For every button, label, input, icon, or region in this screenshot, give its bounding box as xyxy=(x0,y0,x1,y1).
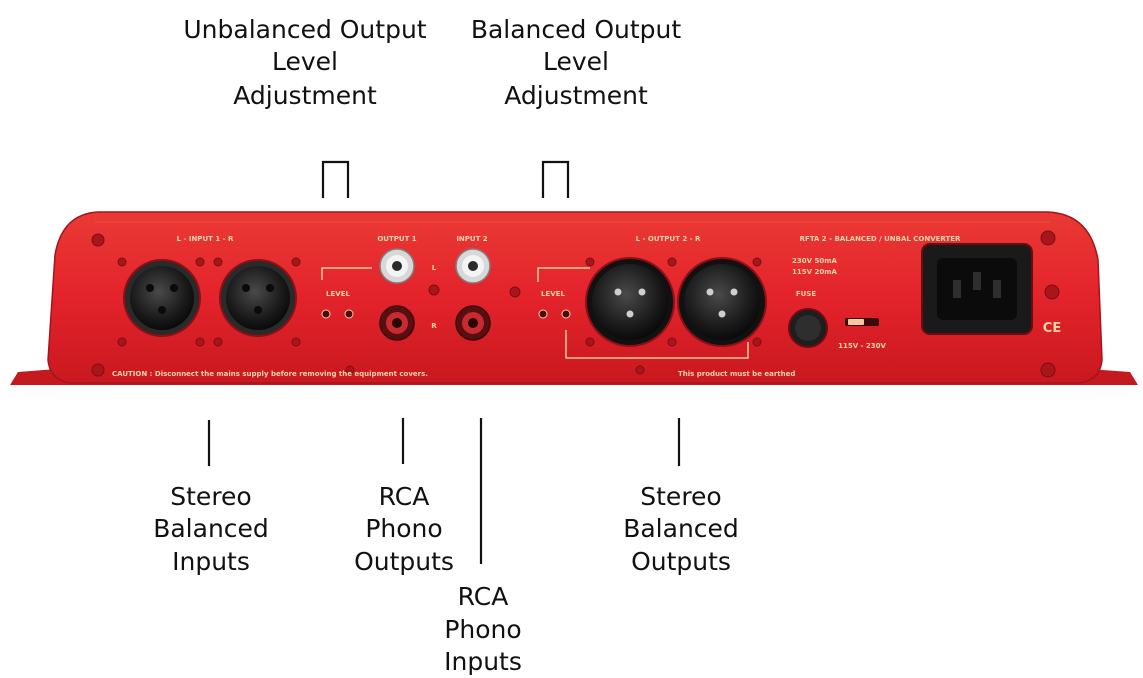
input1-header: L - INPUT 1 - R xyxy=(177,235,234,243)
output1-header: OUTPUT 1 xyxy=(377,235,416,243)
stereo-balanced-outputs-label: Stereo Balanced Outputs xyxy=(623,482,739,576)
label-line: Stereo xyxy=(170,482,251,511)
level-right-label: LEVEL xyxy=(541,290,565,298)
label-line: Inputs xyxy=(444,647,522,676)
voltage-line-1: 230V 50mA xyxy=(792,257,838,265)
balanced-level-pointer xyxy=(541,160,570,198)
xlr-input-left xyxy=(123,259,201,337)
balanced-output-level-label: Balanced Output Level Adjustment xyxy=(471,15,682,110)
label-line: RCA xyxy=(379,482,430,511)
rca-output-r xyxy=(379,305,415,341)
stereo-balanced-inputs-label: Stereo Balanced Inputs xyxy=(153,482,269,576)
level-trim-right-2 xyxy=(561,309,571,319)
mains-power-socket xyxy=(921,243,1033,335)
panel-screws xyxy=(91,230,1060,378)
label-line: Balanced xyxy=(623,514,739,543)
label-line: Phono xyxy=(444,615,521,644)
xlr-output-left xyxy=(585,257,675,347)
rca-input-r xyxy=(455,305,491,341)
voltage-line-2: 115V 20mA xyxy=(792,268,838,276)
unbalanced-output-level-label: Unbalanced Output Level Adjustment xyxy=(183,15,426,110)
label-line: Outputs xyxy=(631,547,731,576)
label-line: Stereo xyxy=(640,482,721,511)
level-trim-right-1 xyxy=(538,309,548,319)
level-bracket-left xyxy=(321,267,372,280)
fuse-label: FUSE xyxy=(796,290,817,298)
chassis-body xyxy=(47,211,1103,384)
xlr-output-right xyxy=(677,257,767,347)
rca-phono-inputs-label: RCA Phono Inputs xyxy=(444,582,522,676)
unbalanced-level-pointer xyxy=(321,160,350,198)
level-left-label: LEVEL xyxy=(326,290,350,298)
fuse-holder xyxy=(788,308,828,348)
label-line: Unbalanced Output xyxy=(183,15,426,44)
rca-output-l xyxy=(379,248,415,284)
label-line: Balanced Output xyxy=(471,15,682,44)
model-header: RFTA 2 - BALANCED / UNBAL CONVERTER xyxy=(800,235,962,243)
device-rear-panel: L - INPUT 1 - R OUTPUT 1 INPUT 2 L - OUT… xyxy=(10,211,1138,385)
input2-header: INPUT 2 xyxy=(456,235,487,243)
output-bracket xyxy=(565,330,749,359)
label-line: Phono xyxy=(365,514,442,543)
label-line: Adjustment xyxy=(504,81,648,110)
label-line: Level xyxy=(272,47,338,76)
caution-text: CAUTION : Disconnect the mains supply be… xyxy=(112,370,428,378)
label-line: Adjustment xyxy=(233,81,377,110)
label-line: Inputs xyxy=(172,547,250,576)
rca-input-l xyxy=(455,248,491,284)
earth-note: This product must be earthed xyxy=(678,370,795,378)
label-line: RCA xyxy=(458,582,509,611)
label-line: Level xyxy=(543,47,609,76)
level-trim-left-2 xyxy=(344,309,354,319)
voltage-switch-label: 115V - 230V xyxy=(838,342,886,350)
xlr-input-right xyxy=(219,259,297,337)
output2-header: L - OUTPUT 2 - R xyxy=(636,235,701,243)
ce-mark: CE xyxy=(1043,321,1061,336)
level-trim-left-1 xyxy=(321,309,331,319)
label-line: Outputs xyxy=(354,547,454,576)
rca-l-label: L xyxy=(432,264,437,272)
label-line: Balanced xyxy=(153,514,269,543)
voltage-selector-switch xyxy=(845,318,879,326)
rca-phono-outputs-label: RCA Phono Outputs xyxy=(354,482,454,576)
rca-r-label: R xyxy=(431,322,437,330)
level-bracket-right xyxy=(537,267,590,282)
